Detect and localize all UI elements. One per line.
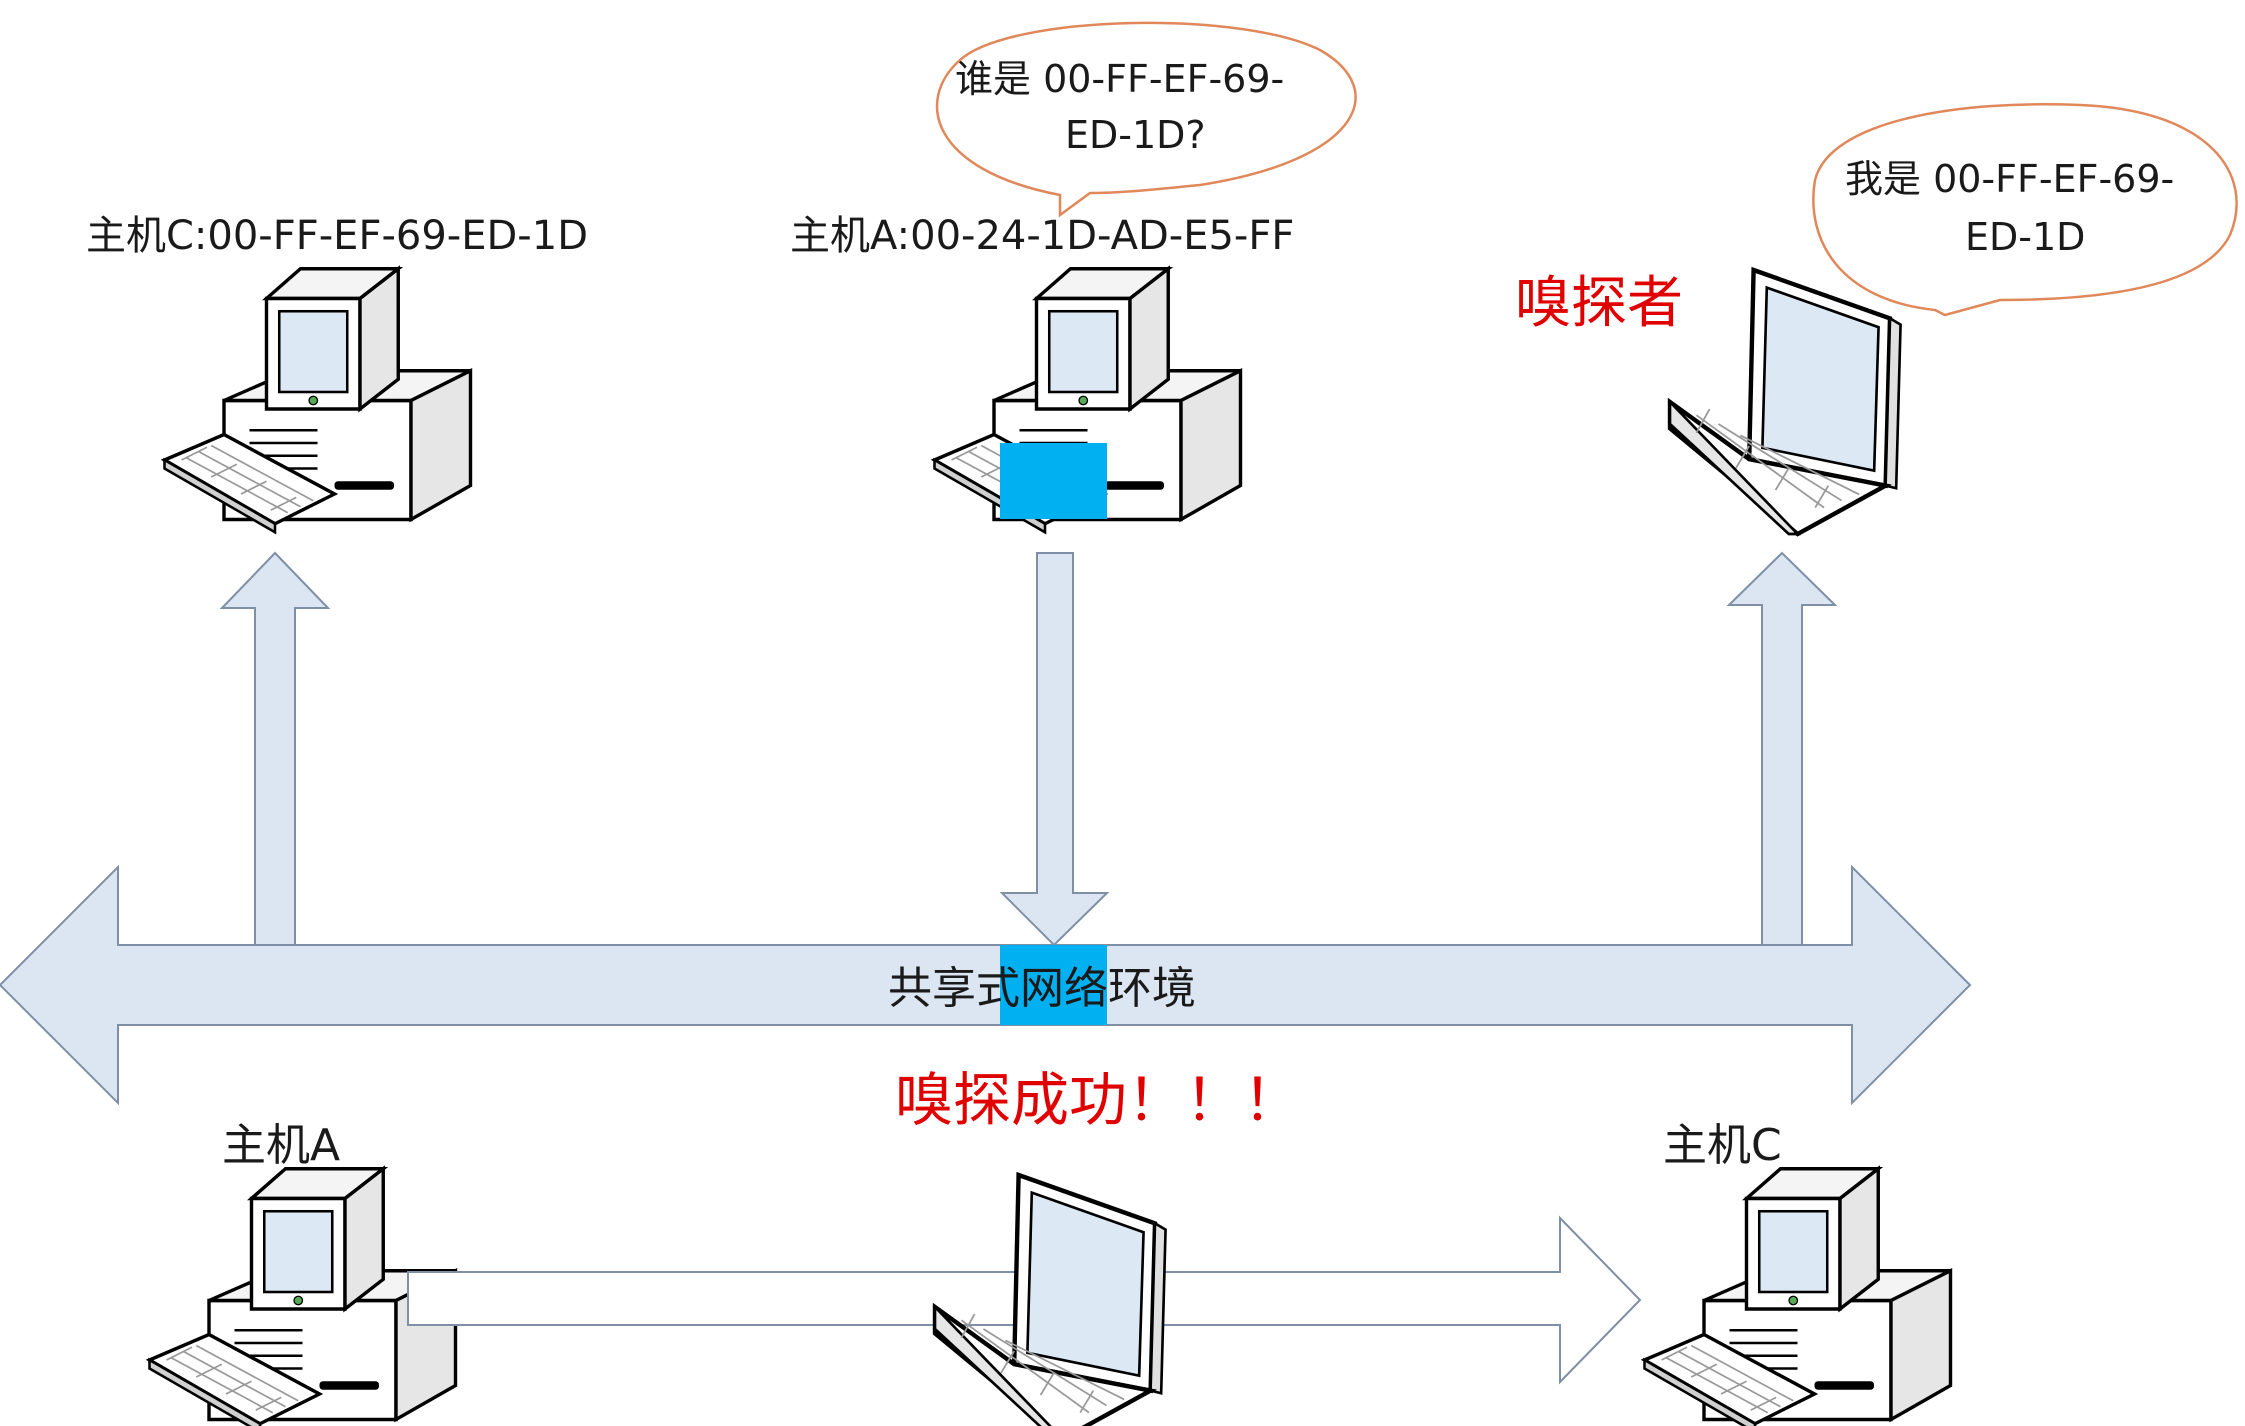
shared-network-bus bbox=[0, 864, 1972, 1106]
laptop-computer-icon bbox=[1670, 270, 1901, 534]
query-text-line2: ED-1D? bbox=[1065, 113, 1206, 157]
highlight-packet bbox=[1000, 443, 1107, 519]
query-text-line1: 谁是 00-FF-EF-69- bbox=[955, 57, 1284, 101]
arp-query-bubble: 谁是 00-FF-EF-69- ED-1D? bbox=[935, 21, 1357, 218]
up-arrow-to-host-c bbox=[219, 551, 331, 946]
up-arrow-to-sniffer bbox=[1726, 551, 1838, 946]
host-c-label: 主机C bbox=[1663, 1120, 1782, 1171]
host-a-mac-label: 主机A:00-24-1D-AD-E5-FF bbox=[790, 213, 1294, 259]
sniffer-label: 嗅探者 bbox=[1515, 271, 1683, 336]
host-c-mac-label: 主机C:00-FF-EF-69-ED-1D bbox=[86, 213, 588, 259]
highlight-packet bbox=[1000, 945, 1107, 1025]
sniff-success-label: 嗅探成功！！！ bbox=[895, 1066, 1301, 1134]
host-a-label: 主机A bbox=[222, 1120, 340, 1171]
network-label: 共享式网络环境 bbox=[888, 963, 1196, 1014]
desktop-computer-icon bbox=[162, 267, 473, 534]
desktop-computer-icon bbox=[1642, 1167, 1953, 1426]
down-arrow-from-host-a bbox=[999, 552, 1110, 947]
reply-text-line2: ED-1D bbox=[1965, 215, 2085, 259]
reply-text-line1: 我是 00-FF-EF-69- bbox=[1845, 157, 2174, 201]
arp-reply-bubble: 我是 00-FF-EF-69- ED-1D bbox=[1812, 103, 2238, 317]
